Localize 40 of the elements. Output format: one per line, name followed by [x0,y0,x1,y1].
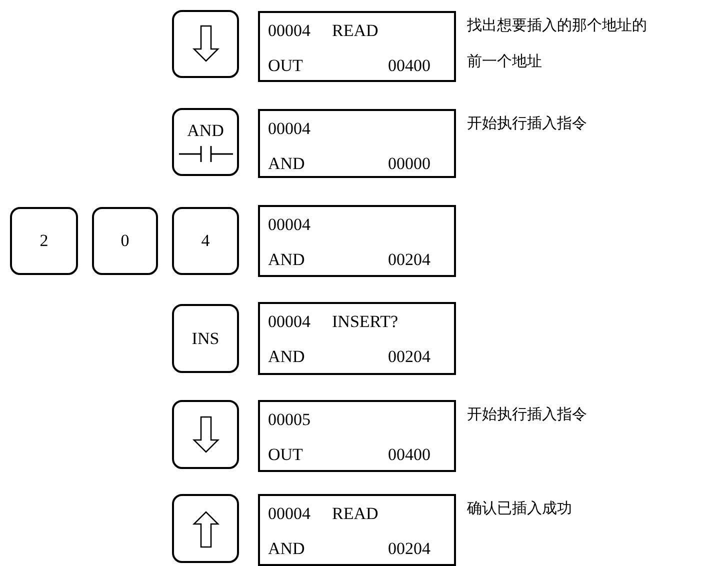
display-text: OUT [268,56,303,76]
lcd-display [258,109,456,178]
display-text: 00400 [388,445,430,465]
display-text: AND [268,154,305,174]
description-text: 找出想要插入的那个地址的前一个地址 [467,15,648,72]
key-label: AND [187,121,224,141]
display-text: READ [332,21,378,41]
display-text: 00204 [388,539,430,559]
display-text: 00004 [268,504,310,524]
description-text: 开始执行插入指令 [467,404,588,425]
keypad-key: INS [172,304,239,373]
lcd-display [258,302,456,375]
display-text: 00204 [388,347,430,367]
display-text: INSERT? [332,312,398,332]
display-text: 00004 [268,119,310,139]
display-text: 00400 [388,56,430,76]
keypad-key [172,108,239,176]
display-text: AND [268,347,305,367]
keypad-key: 2 [10,207,78,275]
display-text: AND [268,250,305,270]
display-text: 00004 [268,21,310,41]
display-text: OUT [268,445,303,465]
lcd-display [258,400,456,472]
display-text: 00005 [268,410,310,430]
display-text: 00004 [268,312,310,332]
keypad-key: 4 [172,207,239,275]
lcd-display [258,494,456,566]
display-text: 00204 [388,250,430,270]
display-text: 00004 [268,215,310,235]
keypad-key [172,400,239,469]
display-text: READ [332,504,378,524]
display-text: AND [268,539,305,559]
lcd-display [258,11,456,82]
keypad-key [172,494,239,563]
description-text: 确认已插入成功 [467,498,573,519]
keypad-key: 0 [92,207,158,275]
keypad-key [172,10,239,78]
description-text: 开始执行插入指令 [467,113,588,134]
display-text: 00000 [388,154,430,174]
lcd-display [258,205,456,277]
